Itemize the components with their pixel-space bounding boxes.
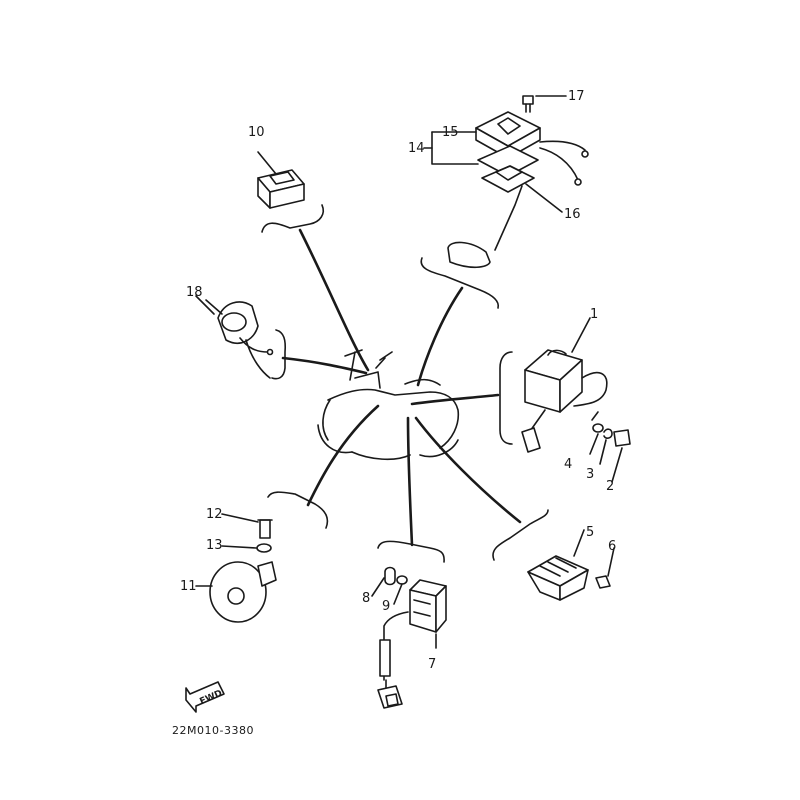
- label-part-12: 12: [206, 507, 223, 522]
- label-part-16: 16: [564, 207, 581, 222]
- label-part-5: 5: [586, 525, 594, 540]
- label-part-17: 17: [568, 89, 585, 104]
- washer-part-13: [256, 543, 272, 553]
- label-part-1: 1: [590, 307, 598, 322]
- bolt-part-12: [259, 519, 271, 539]
- horn-part-11: [209, 519, 277, 623]
- label-part-6: 6: [608, 539, 616, 554]
- bracket-7: [377, 540, 445, 563]
- leader-line-11: [306, 404, 380, 507]
- leader-line-1: [410, 393, 500, 406]
- label-part-2: 2: [606, 479, 614, 494]
- washer-part-4: [592, 423, 604, 433]
- label-part-4: 4: [564, 457, 572, 472]
- bracket-14: [420, 257, 500, 309]
- label-part-18: 18: [186, 285, 203, 300]
- bracket-11: [267, 491, 329, 529]
- screw-part-6: [595, 575, 611, 589]
- bracket-5: [492, 509, 549, 561]
- fuel-sender-part-14: [447, 95, 589, 269]
- drawing-code: 22M010-3380: [172, 724, 254, 737]
- ignition-coil-part-7: [377, 566, 447, 709]
- regulator-part-5: [527, 555, 611, 601]
- label-part-3: 3: [586, 467, 594, 482]
- label-part-14: 14: [408, 141, 425, 156]
- leader-line-7: [406, 416, 414, 547]
- flasher-part-18: [205, 299, 274, 379]
- washer-part-3: [603, 428, 613, 439]
- leader-line-5: [414, 416, 522, 524]
- bracket-18: [271, 329, 287, 380]
- float-base-part-16: [481, 165, 535, 193]
- relay-part-10: [257, 151, 305, 209]
- float-part: [447, 241, 491, 269]
- label-part-13: 13: [206, 538, 223, 553]
- label-part-11: 11: [180, 579, 197, 594]
- bracket-10: [261, 204, 325, 233]
- callout-leaders: [195, 95, 623, 649]
- cdi-unit-part-1: [521, 349, 631, 453]
- leader-line-18: [281, 356, 368, 375]
- group-brackets: [261, 204, 549, 563]
- fwd-arrow-icon: FWD: [185, 681, 225, 713]
- nut-part-8: [384, 566, 396, 586]
- scooter-silhouette: [317, 349, 460, 461]
- label-part-10: 10: [248, 125, 265, 140]
- label-part-7: 7: [428, 657, 436, 672]
- screw-part-17: [522, 95, 534, 105]
- washer-part-9: [396, 575, 408, 585]
- label-part-8: 8: [362, 591, 370, 606]
- label-part-15: 15: [442, 125, 459, 140]
- leader-line-14: [416, 286, 464, 387]
- leader-line-10: [298, 228, 370, 372]
- bracket-1: [499, 351, 513, 445]
- callout-labels: 10 15 14 16 17 18 1 4 3 2 5 6 12 13 11 8…: [180, 89, 616, 672]
- leader-lines: [281, 228, 522, 547]
- bolt-part-2: [613, 429, 631, 447]
- label-part-9: 9: [382, 599, 390, 614]
